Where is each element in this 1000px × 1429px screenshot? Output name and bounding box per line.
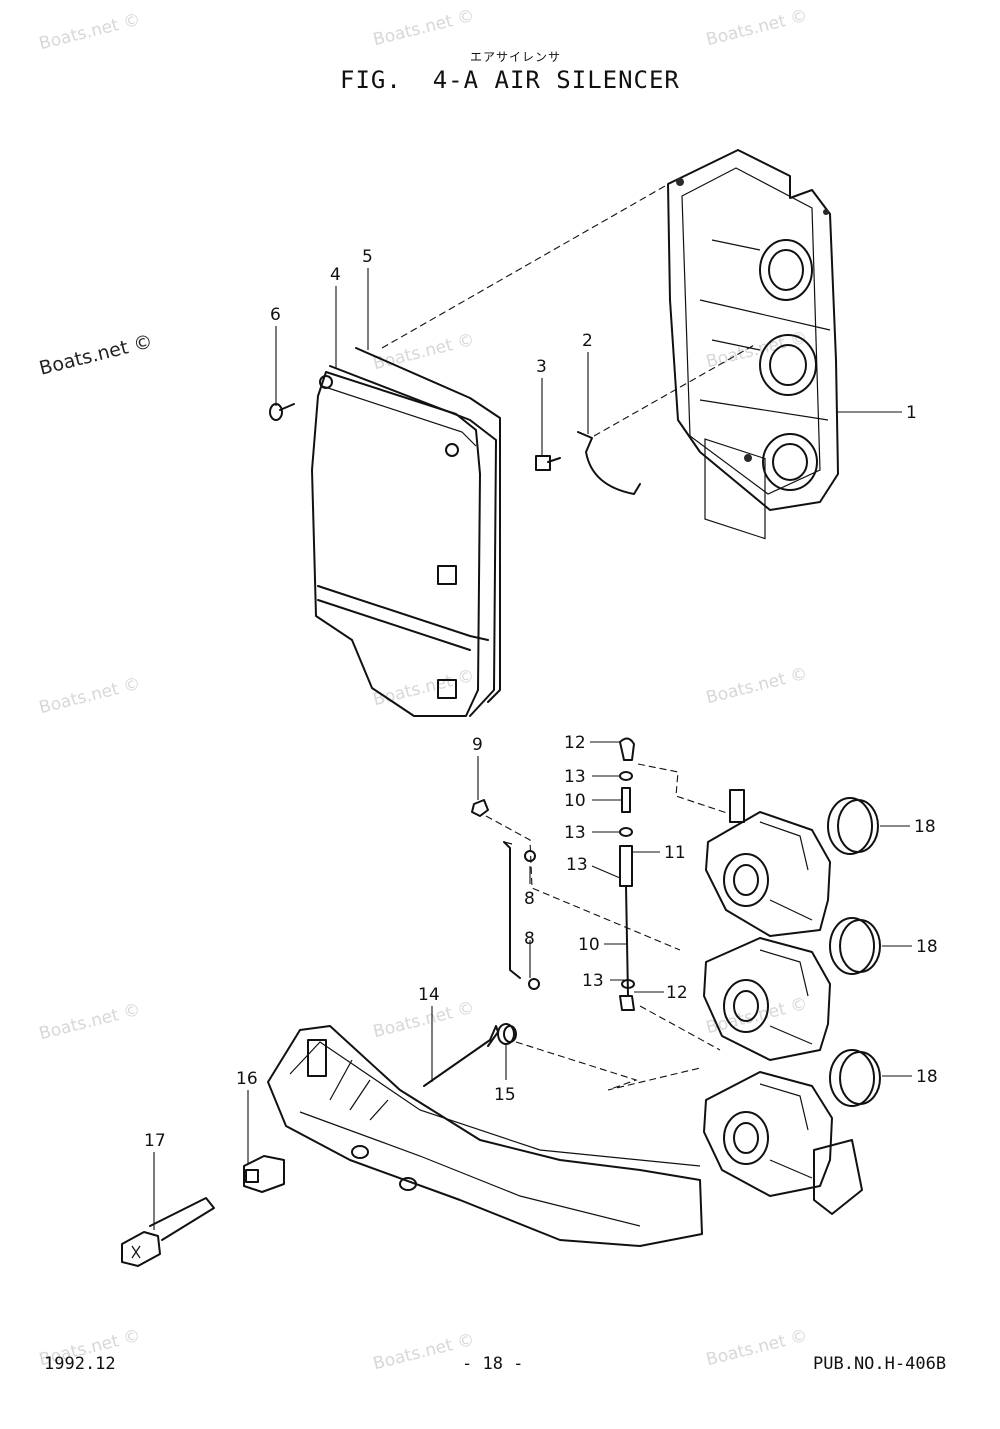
callout-8: 8	[524, 929, 535, 949]
part-14-wire	[423, 1025, 499, 1087]
callout-2: 2	[582, 331, 593, 351]
carburetor-lower	[703, 1071, 863, 1215]
callout-10: 10	[578, 935, 600, 955]
callout-8: 8	[524, 889, 535, 909]
part-17-knob	[121, 1197, 215, 1267]
part-4-silencer-cover	[311, 365, 497, 717]
page-number: - 18 -	[462, 1354, 524, 1374]
callout-15: 15	[494, 1085, 516, 1105]
publication-number: PUB.NO.H-406B	[813, 1354, 947, 1374]
part-18-o-ring-middle	[829, 917, 881, 975]
publication-date: 1992.12	[44, 1354, 116, 1374]
callout-18: 18	[914, 817, 936, 837]
callout-labels: 1 2 3 4 5 6 8 8 9 10 10 11 12 12 13 13 1…	[144, 247, 938, 1151]
leader-lines	[153, 268, 912, 1230]
part-18-o-ring-upper	[827, 797, 879, 855]
callout-18: 18	[916, 937, 938, 957]
part-2-spring-clip	[577, 431, 641, 495]
carburetor-middle	[703, 937, 831, 1061]
callout-3: 3	[536, 357, 547, 377]
callout-13: 13	[582, 971, 604, 991]
assembly-line	[637, 763, 731, 815]
callout-4: 4	[330, 265, 341, 285]
part-6-screw	[269, 403, 295, 421]
callout-1: 1	[906, 403, 917, 423]
callout-12: 12	[564, 733, 586, 753]
callout-17: 17	[144, 1131, 166, 1151]
assembly-line	[593, 343, 757, 437]
carburetor-upper	[705, 789, 831, 937]
assembly-line	[639, 1005, 721, 1051]
part-1-silencer-base	[667, 149, 839, 540]
callout-9: 9	[472, 735, 483, 755]
part-3-bolt	[535, 455, 561, 471]
part-9-nut	[471, 799, 489, 817]
figure-subtitle-japanese: エアサイレンサ	[470, 50, 562, 64]
callout-12: 12	[666, 983, 688, 1003]
link-rod-assembly	[619, 737, 635, 1011]
callout-6: 6	[270, 305, 281, 325]
callout-10: 10	[564, 791, 586, 811]
assembly-line	[515, 1041, 701, 1091]
assembly-line	[381, 181, 673, 349]
figure-title: FIG. 4-A AIR SILENCER	[340, 66, 680, 94]
part-15-grommet	[497, 1023, 517, 1045]
bottom-cowling-bracket	[267, 1025, 703, 1247]
part-16-plug	[243, 1155, 285, 1193]
callout-16: 16	[236, 1069, 258, 1089]
callout-18: 18	[916, 1067, 938, 1087]
callout-13: 13	[566, 855, 588, 875]
part-18-o-ring-lower	[829, 1049, 881, 1107]
part-5-gasket	[355, 347, 501, 703]
callout-13: 13	[564, 767, 586, 787]
callout-14: 14	[418, 985, 440, 1005]
callout-11: 11	[664, 843, 686, 863]
part-8-link-rod	[503, 841, 540, 990]
callout-5: 5	[362, 247, 373, 267]
callout-13: 13	[564, 823, 586, 843]
assembly-line	[485, 815, 681, 951]
